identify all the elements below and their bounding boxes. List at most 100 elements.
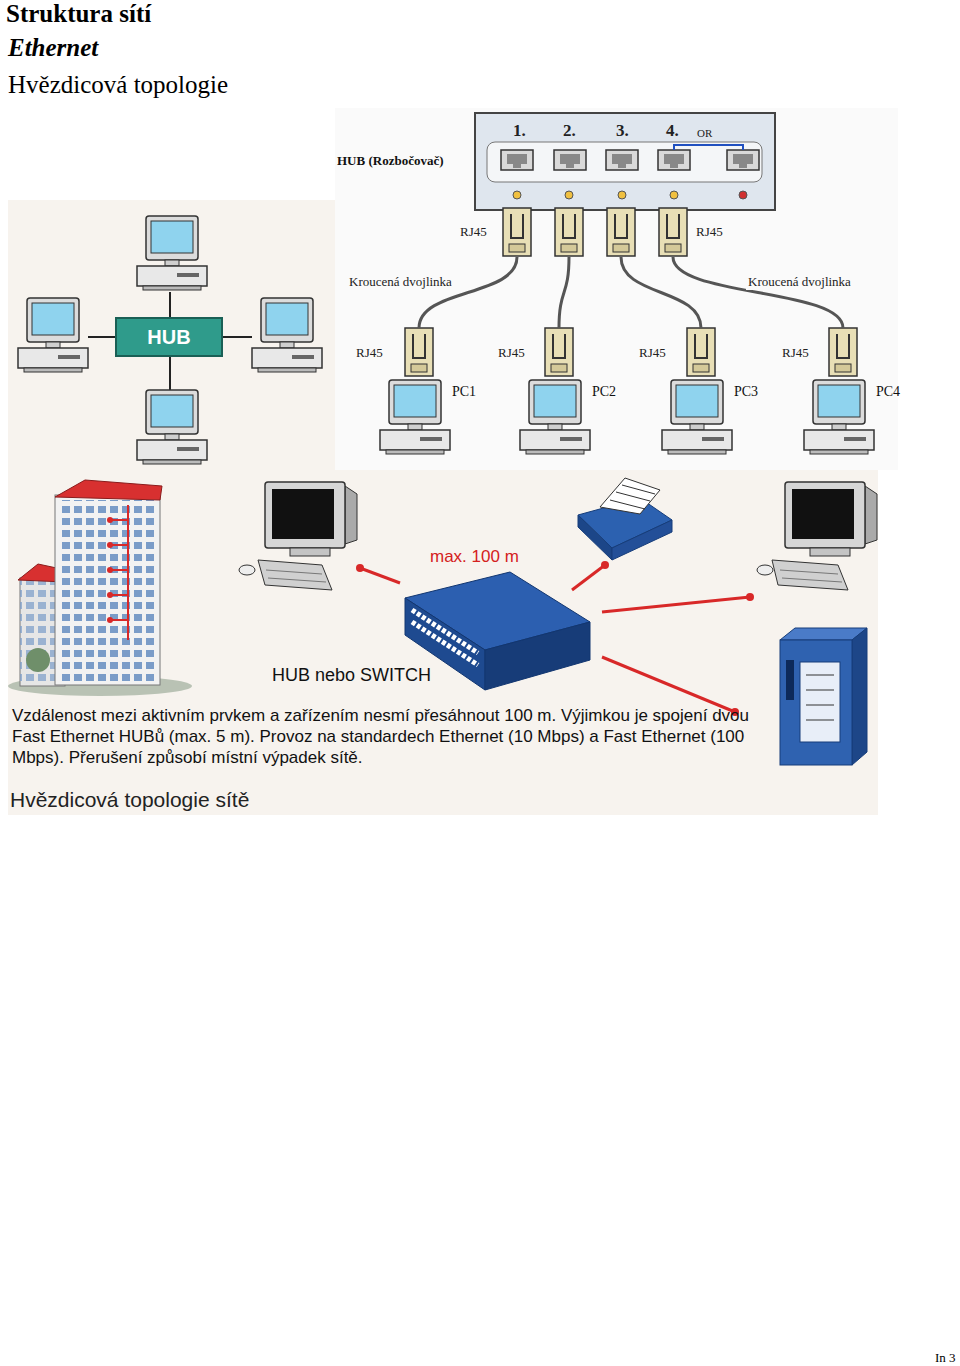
illustration-part [258, 560, 332, 590]
illustration-part [356, 564, 364, 572]
connector-label: RJ45 [638, 345, 667, 361]
illustration-part [107, 517, 113, 523]
illustration-part [829, 328, 857, 376]
illustration-part [601, 561, 609, 569]
illustration-part [607, 208, 635, 256]
node-text: PC2 [592, 384, 616, 400]
cable-label: Kroucená dvojlinka [347, 274, 454, 290]
illustration-part [485, 622, 590, 690]
illustration-part [412, 610, 478, 653]
illustration-part [268, 578, 326, 582]
illustration-part [852, 628, 867, 765]
pc-node: PC2 [518, 328, 640, 458]
illustration-part [501, 150, 533, 170]
illustration-part [782, 578, 842, 582]
illustration-part [622, 485, 655, 494]
illustration-part [137, 216, 207, 290]
building [8, 480, 192, 696]
illustration-part [58, 500, 157, 682]
illustration-part [780, 640, 852, 765]
port-note: OR [697, 127, 712, 139]
illustration-part [578, 515, 612, 560]
page-title: Struktura sítí [6, 0, 151, 28]
workstation-right [757, 482, 877, 590]
illustration-part [169, 356, 171, 390]
illustration-part [565, 191, 573, 199]
node-text: HUB (Rozbočovač) [337, 153, 444, 169]
illustration-part [806, 705, 834, 706]
illustration-part [739, 191, 747, 199]
illustration-part [503, 208, 531, 256]
twisted-pair-cable [419, 257, 517, 328]
illustration-part [806, 720, 834, 721]
illustration-part [137, 390, 207, 464]
illustration-part [107, 542, 113, 548]
server [780, 628, 867, 765]
illustration-part [265, 482, 357, 556]
twisted-pair-cable [673, 257, 843, 328]
illustration-part [772, 560, 848, 590]
figure-caption: Hvězdicová topologie sítě [10, 788, 249, 812]
illustration-part [674, 145, 743, 150]
illustration-part [757, 565, 773, 575]
illustration-part [806, 675, 834, 676]
hub-panel [475, 113, 775, 256]
twisted-pair-cable [621, 257, 701, 328]
illustration-part [746, 593, 754, 601]
hub-box: HUB [116, 318, 222, 356]
illustration-part [806, 690, 834, 691]
distance-label: max. 100 m [430, 547, 519, 567]
port-number: 1. [513, 121, 526, 141]
switch-node: HUB nebo SWITCH [268, 572, 593, 692]
illustration-part [662, 380, 732, 454]
printer [578, 478, 672, 560]
illustration-part [18, 298, 88, 372]
cable-label: Kroucená dvojlinka [746, 274, 853, 290]
illustration-part [266, 570, 322, 574]
illustration-part [555, 208, 583, 256]
node-text: PC3 [734, 384, 758, 400]
illustration-part [670, 191, 678, 199]
page-number: In 3 [935, 1350, 956, 1366]
illustration-part [487, 142, 762, 182]
node-text: PC4 [876, 384, 900, 400]
illustration-part [252, 298, 322, 372]
connector-label: RJ45 [497, 345, 526, 361]
red-links [356, 561, 754, 716]
illustration-part [659, 208, 687, 256]
illustration-part [606, 150, 638, 170]
illustration-part [116, 318, 222, 356]
node-text: HUB [147, 326, 190, 349]
illustration-part [616, 492, 650, 501]
illustration-part [88, 336, 116, 338]
illustration-part [222, 336, 252, 338]
hub-box: HUB (Rozbočovač) [335, 113, 775, 257]
illustration-part [612, 520, 672, 560]
node-text: HUB nebo SWITCH [270, 665, 433, 686]
note-text: Vzdálenost mezi aktivním prvkem a zaříze… [12, 705, 782, 768]
illustration-part [786, 660, 794, 700]
heading-line: Hvězdicová topologie [8, 71, 228, 99]
connector-label: RJ45 [459, 224, 488, 240]
illustration-part [687, 328, 715, 376]
port-number: 4. [666, 121, 679, 141]
illustration-part [475, 113, 775, 210]
illustration-part [412, 622, 478, 665]
connector-label: RJ45 [695, 224, 724, 240]
illustration-part [554, 150, 586, 170]
illustration-part [239, 565, 255, 575]
twisted-pair-cable [559, 257, 569, 328]
port-number: 3. [616, 121, 629, 141]
illustration-part [380, 380, 450, 454]
illustration-part [169, 292, 171, 318]
connector-label: RJ45 [355, 345, 384, 361]
heading-line: Ethernet [8, 34, 98, 62]
illustration-part [618, 191, 626, 199]
illustration-part [800, 662, 840, 742]
illustration-part [107, 567, 113, 573]
illustration-part [804, 380, 874, 454]
illustration-part [55, 495, 160, 685]
